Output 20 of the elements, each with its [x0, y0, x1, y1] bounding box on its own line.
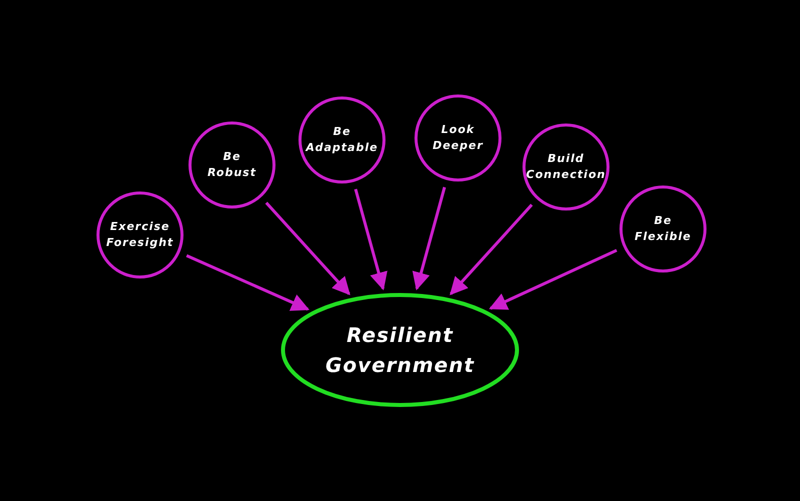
arrow [265, 202, 350, 296]
circle-node [95, 190, 185, 280]
node-label: Be Flexible [634, 212, 692, 245]
node-label: Be Adaptable [304, 124, 380, 156]
circle-node [413, 93, 503, 183]
arrow [354, 188, 388, 290]
circle-node [521, 122, 611, 212]
node-label: Look Deeper [432, 122, 484, 154]
circle-node [618, 184, 708, 274]
arrow [488, 248, 618, 310]
node-label: Exercise Foresight [105, 218, 175, 251]
arrow [186, 254, 310, 311]
arrow [450, 204, 533, 296]
ellipse-node [280, 292, 520, 408]
node-label: Resilient Government [324, 322, 476, 379]
arrow [412, 186, 446, 290]
circle-node [187, 120, 277, 210]
node-label: Be Robust [206, 148, 258, 181]
circle-node [297, 95, 387, 185]
node-label: Build Connection [525, 150, 607, 183]
